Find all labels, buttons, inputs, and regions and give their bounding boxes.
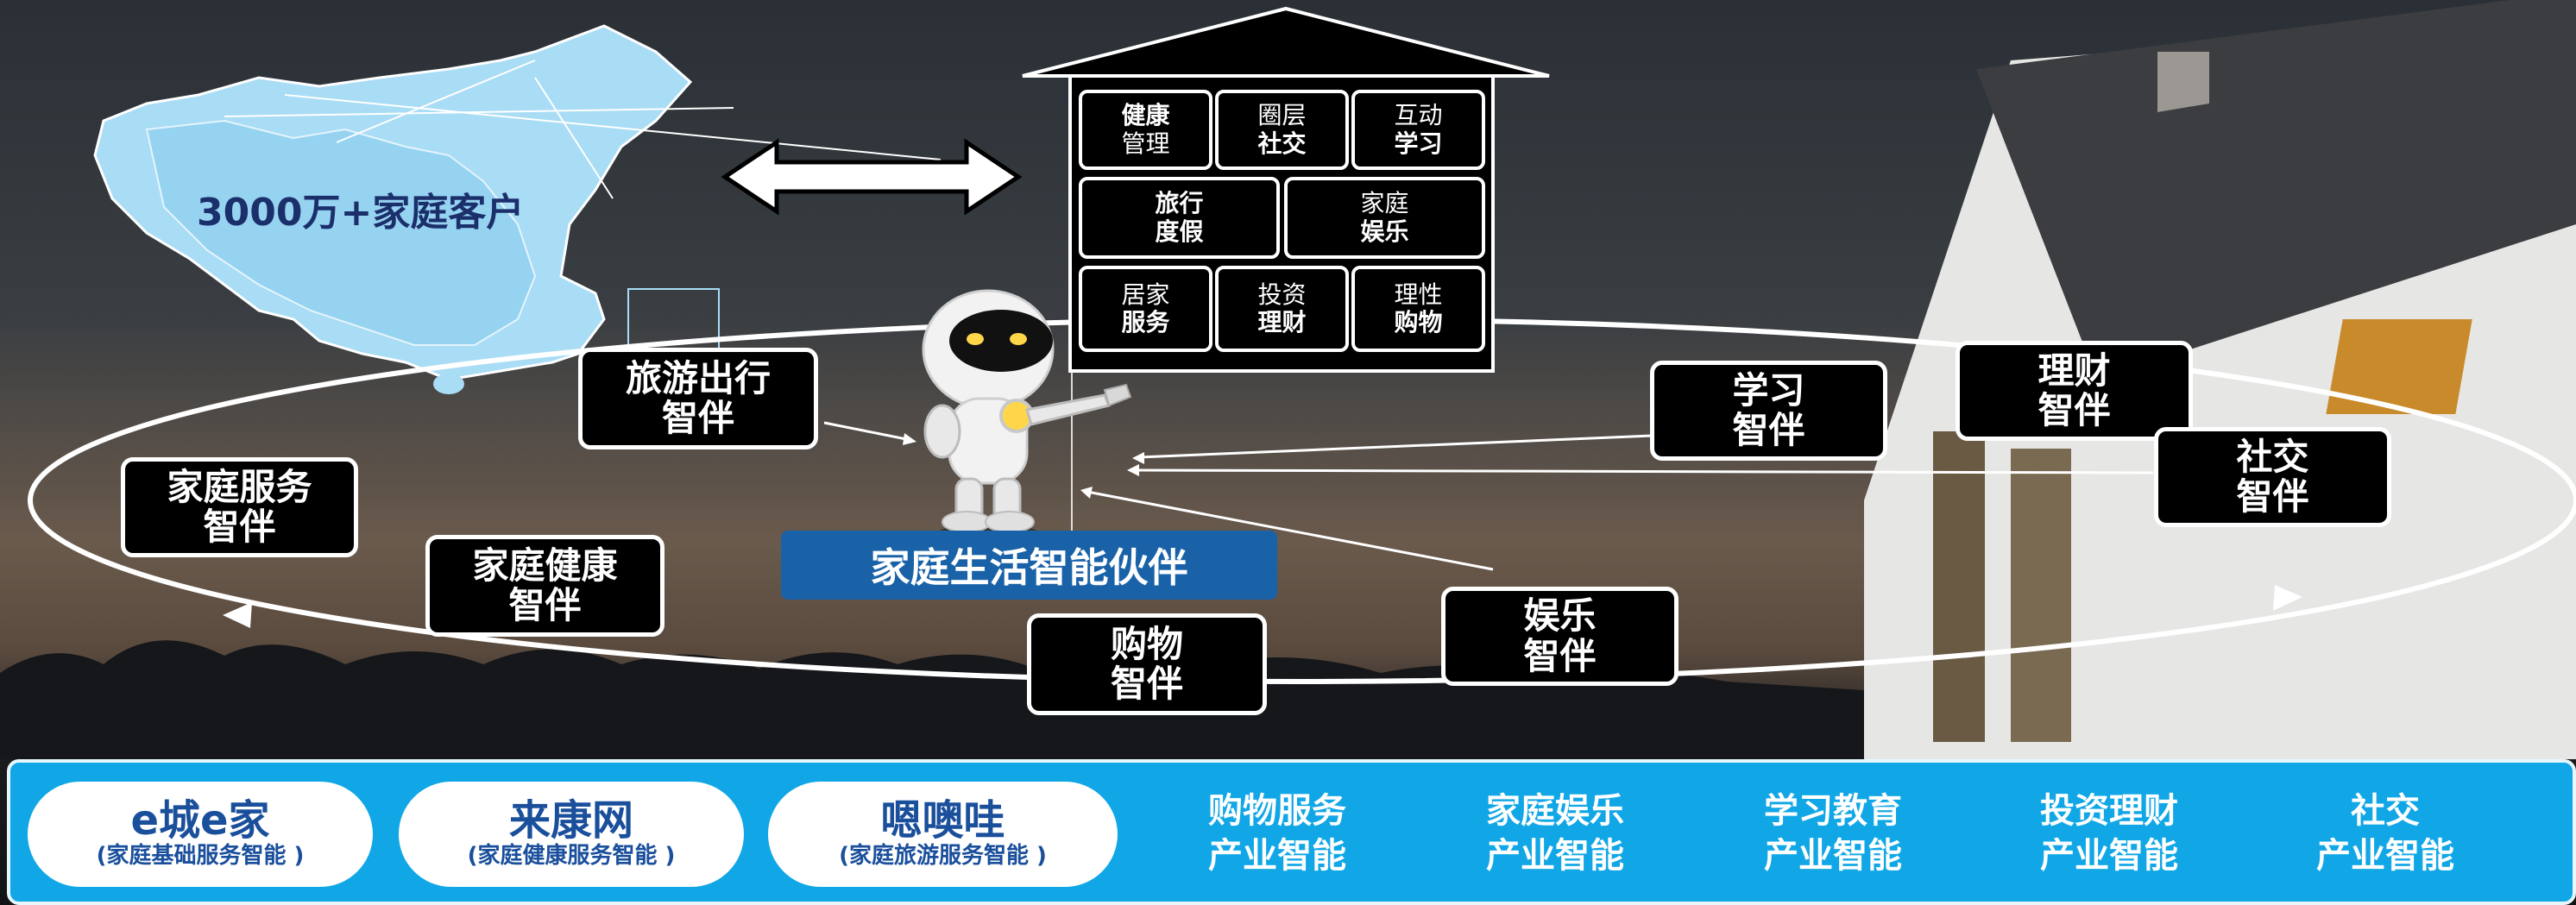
robot-visor <box>949 310 1053 372</box>
house-window-lit <box>2326 319 2472 414</box>
robot-pointing-arm <box>1025 393 1112 426</box>
partner-travel[interactable]: 旅游出行智伴 <box>578 348 818 449</box>
platform-subtitle: (家庭基础服务智能 ) <box>96 842 305 869</box>
platform-laikang[interactable]: 来康网 (家庭健康服务智能 ) <box>399 782 744 887</box>
robot-caption: 家庭生活智能伙伴 <box>781 531 1277 600</box>
house-cell-health: 健康管理 <box>1079 90 1212 170</box>
platform-ecity-ehome[interactable]: e城e家 (家庭基础服务智能 ) <box>28 782 373 887</box>
house-cell-family-entertainment: 家庭娱乐 <box>1284 177 1485 259</box>
house-cell-investment: 投资理财 <box>1215 266 1349 352</box>
platform-name: e城e家 <box>130 796 270 845</box>
industry-shopping[interactable]: 购物服务产业智能 <box>1208 791 1346 876</box>
hainan-island <box>433 374 464 394</box>
industry-education[interactable]: 学习教育产业智能 <box>1764 791 1902 876</box>
double-arrow <box>721 138 1023 216</box>
partner-learning[interactable]: 学习智伴 <box>1650 361 1887 461</box>
loop-arrow-left <box>223 602 252 628</box>
platform-name: 来康网 <box>508 796 633 845</box>
platform-subtitle: (家庭健康服务智能 ) <box>467 842 676 869</box>
bottom-bar: e城e家 (家庭基础服务智能 ) 来康网 (家庭健康服务智能 ) 嗯噢哇 (家庭… <box>7 759 2576 905</box>
tree-line <box>0 640 1864 759</box>
partner-finance[interactable]: 理财智伴 <box>1956 341 2193 441</box>
industry-finance[interactable]: 投资理财产业智能 <box>2040 791 2178 876</box>
map-caption: 3000万+家庭客户 <box>197 191 525 235</box>
platform-name: 嗯噢哇 <box>880 796 1005 845</box>
partner-shopping[interactable]: 购物智伴 <box>1027 613 1267 715</box>
house-cell-travel: 旅行度假 <box>1079 177 1280 259</box>
house-cell-social-circle: 圈层社交 <box>1215 90 1349 170</box>
industry-entertainment[interactable]: 家庭娱乐产业智能 <box>1486 791 1624 876</box>
industry-social[interactable]: 社交产业智能 <box>2316 791 2454 876</box>
house-window-mid <box>2011 449 2071 742</box>
house-cell-interactive-learning: 互动学习 <box>1351 90 1485 170</box>
house-roof <box>1976 0 2576 380</box>
platform-enowa[interactable]: 嗯噢哇 (家庭旅游服务智能 ) <box>768 782 1118 887</box>
partner-health[interactable]: 家庭健康智伴 <box>425 535 664 637</box>
house-cell-home-service: 居家服务 <box>1079 266 1212 352</box>
platform-subtitle: (家庭旅游服务智能 ) <box>839 842 1047 869</box>
house-cell-rational-shopping: 理性购物 <box>1351 266 1485 352</box>
house-window-left <box>1933 431 1985 742</box>
partner-entertainment[interactable]: 娱乐智伴 <box>1441 587 1678 686</box>
partner-social[interactable]: 社交智伴 <box>2154 427 2391 527</box>
loop-arrow-right <box>2273 585 2302 611</box>
house-chimney <box>2157 52 2209 112</box>
partner-home-service[interactable]: 家庭服务智伴 <box>121 457 358 557</box>
